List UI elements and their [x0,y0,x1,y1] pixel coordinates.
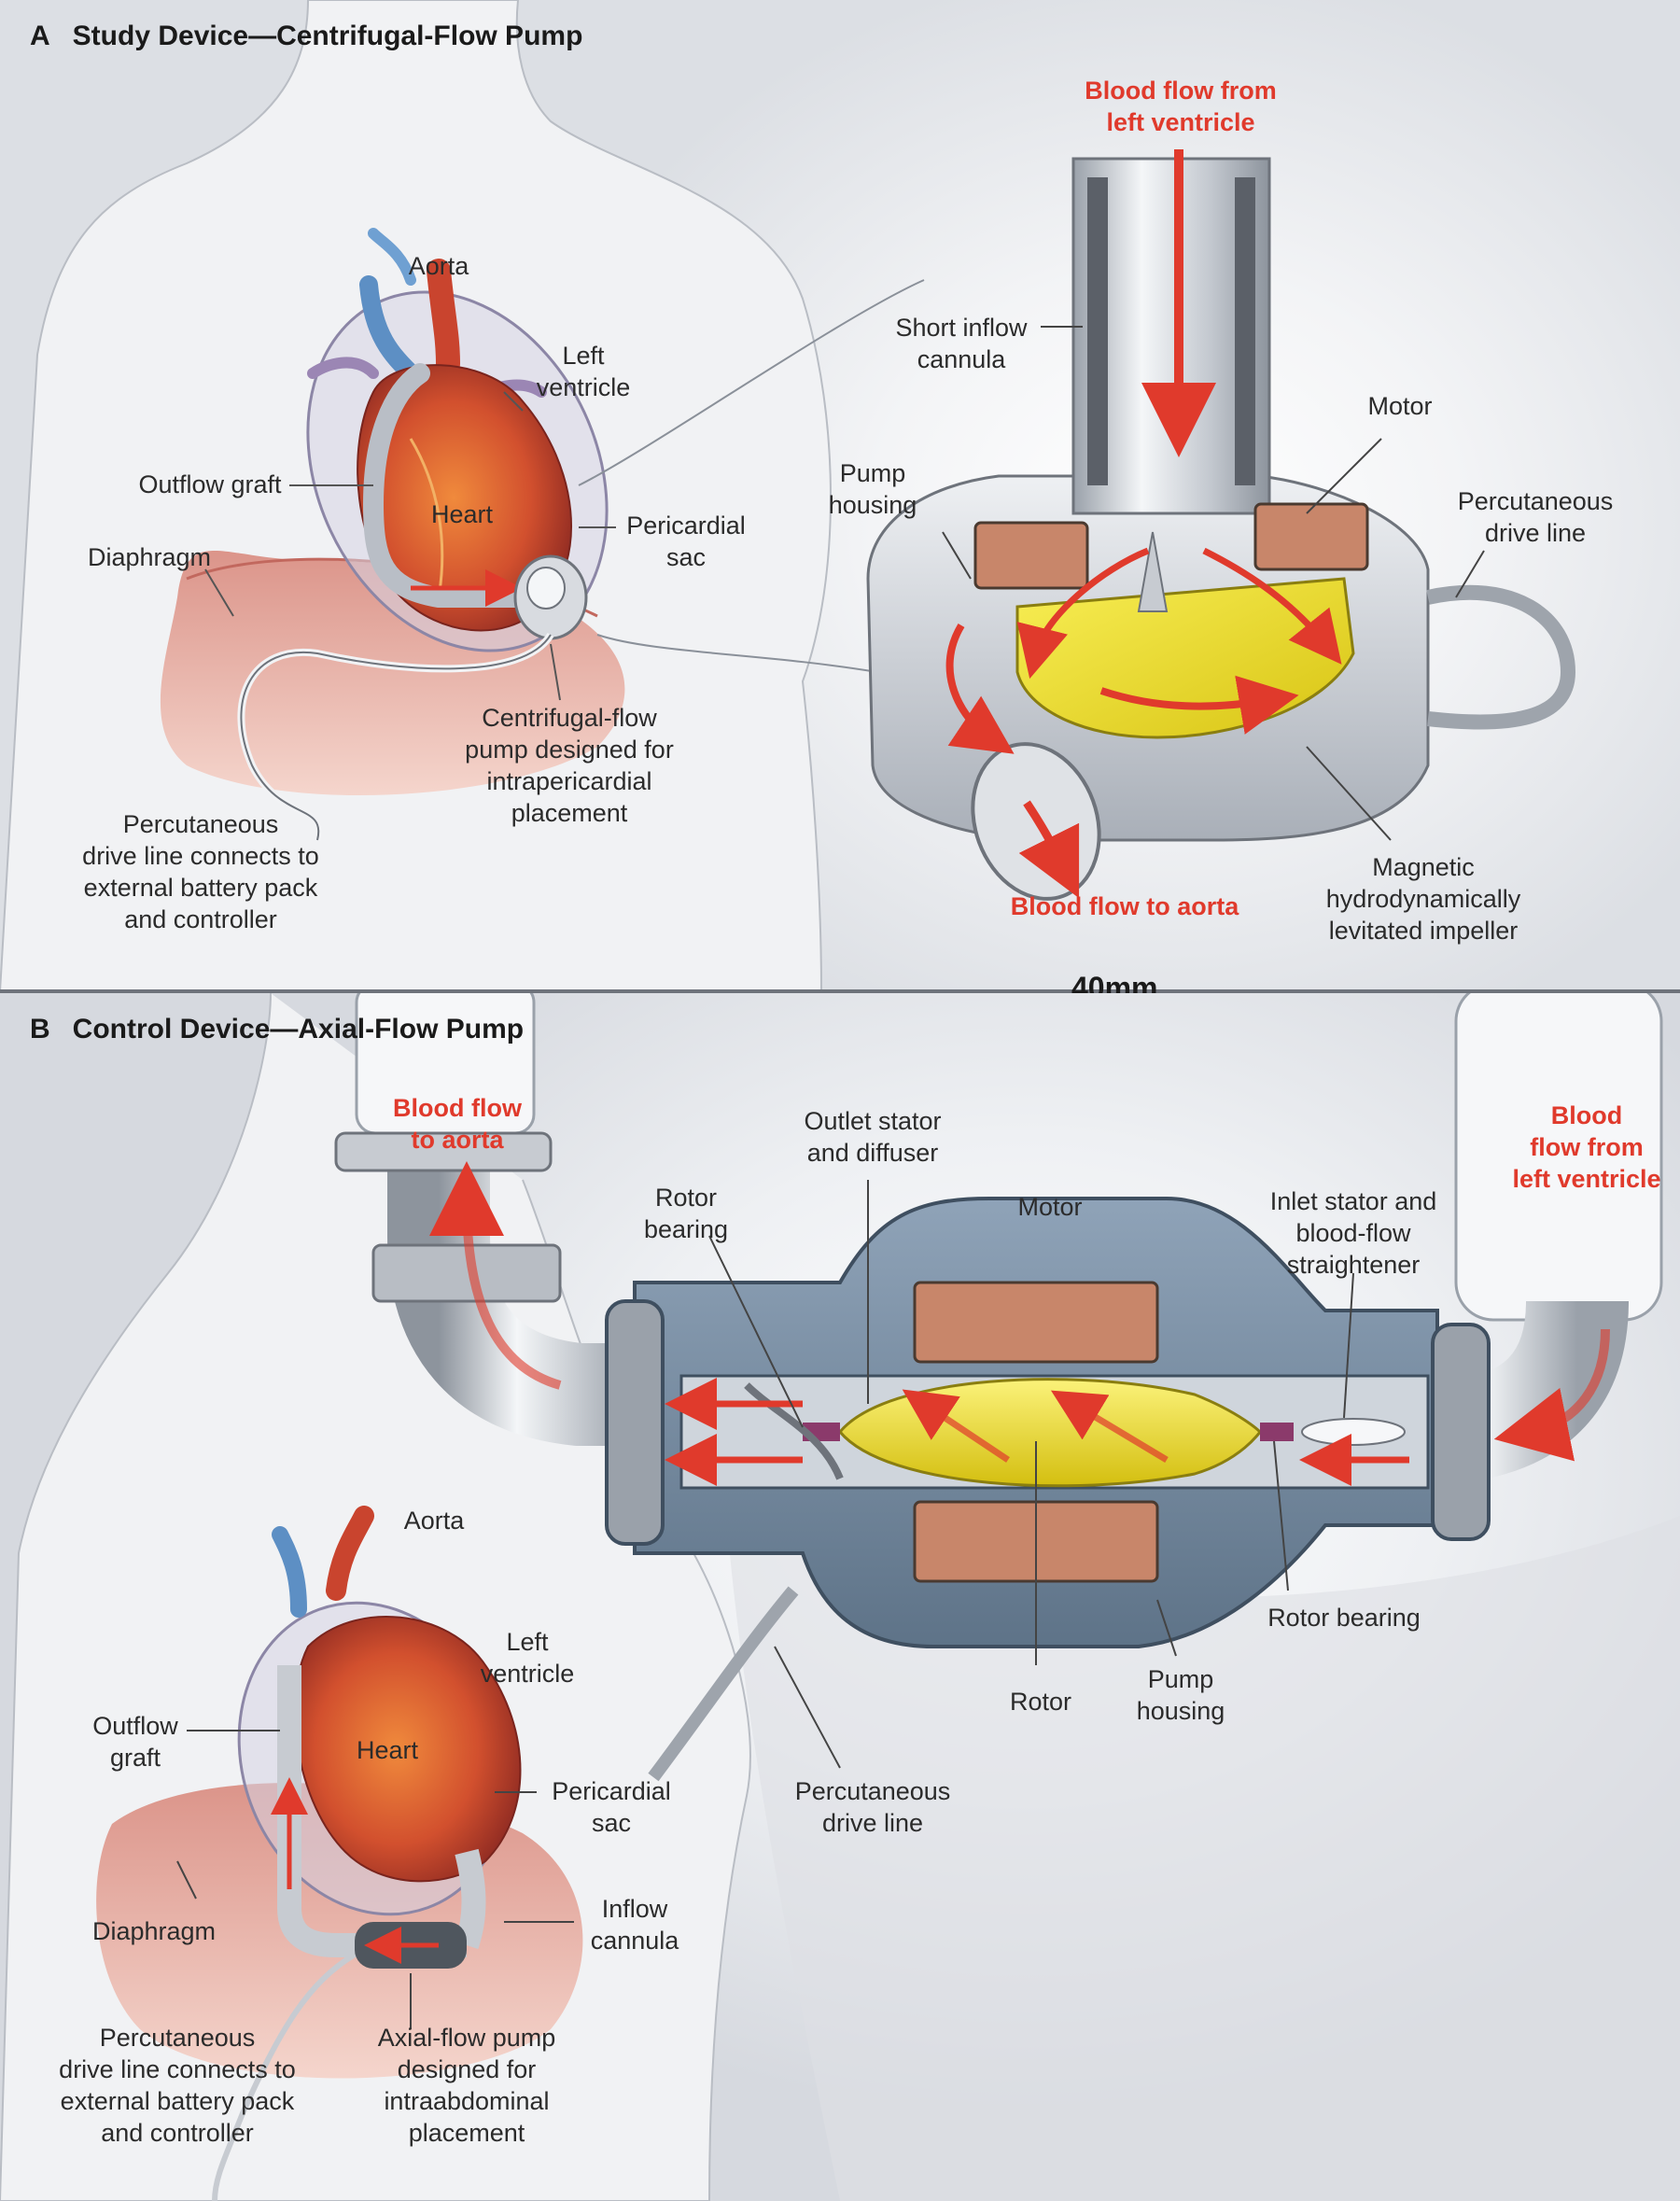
label-drive-line: Percutaneous drive line connects to exte… [82,810,319,933]
heart-shape-b [293,1615,522,1883]
label-short-inflow: Short inflow cannula [895,314,1028,373]
label-outflow-graft: Outflow graft [138,470,282,498]
flow-arrow-outlet [1018,800,1080,899]
panel-a-title-text: Study Device—Centrifugal-Flow Pump [72,21,583,51]
label-rotor-bearing-left: Rotor bearing [643,1184,729,1243]
flow-arrow-outlet-b [429,1161,562,1390]
leader-perc-drive-line-b [774,1646,841,1769]
label-rotor-bearing-right: Rotor bearing [1267,1604,1421,1632]
panel-divider [0,989,1680,993]
label-perc-drive-line-a: Percutaneous drive line [1457,487,1614,547]
label-pump-housing-b: Pump housing [1136,1665,1225,1725]
magnify-region [728,1516,1680,2201]
leader-diaphragm-b [176,1860,197,1900]
pulmonary-vessel-left [307,357,379,379]
label-outflow-graft-b: Outflow graft [92,1712,178,1772]
leader-rotor-bearing-right [1273,1440,1289,1591]
label-impeller: Magnetic hydrodynamically levitated impe… [1325,853,1521,945]
panel-b-illustration [0,993,1680,2201]
panel-b-title-text: Control Device—Axial-Flow Pump [72,1014,525,1044]
drive-line-axial [648,1586,799,1782]
motor-coil-right [1253,502,1369,571]
panel-a: A Study Device—Centrifugal-Flow Pump Aort… [0,0,1680,991]
panel-a-illustration [0,0,1576,991]
panel-a-letter: A [30,21,50,51]
flow-arrow-housing [945,623,1015,754]
label-motor-b: Motor [1017,1193,1083,1221]
label-heart: Heart [430,500,494,528]
leader-diaphragm [204,568,234,617]
label-outlet-stator: Outlet stator and diffuser [804,1107,942,1167]
aorta-vessel-b [326,1506,374,1601]
panel-b-title: B Control Device—Axial-Flow Pump [30,1014,524,1045]
label-drive-line-b: Percutaneous drive line connects to exte… [59,2024,296,2147]
outflow-graft-tube [362,363,533,608]
label-motor-a: Motor [1367,392,1433,420]
leader-motor [1306,438,1382,514]
label-blood-in: Blood flow from left ventricle [1085,77,1277,136]
coronary-vessel [409,438,444,598]
label-aorta: Aorta [408,252,469,280]
label-aorta-b: Aorta [403,1507,465,1535]
pump-mini-center [526,567,566,610]
leader-rotor-bearing-left [708,1235,804,1428]
outlet-flange [605,1299,665,1546]
label-rotor: Rotor [1009,1688,1072,1716]
inlet-flange [1431,1323,1491,1541]
label-heart-b: Heart [356,1736,419,1764]
impeller-cone [1137,531,1169,612]
label-left-ventricle-b: Left ventricle [480,1628,575,1688]
drive-line-big [1426,584,1576,730]
cannula-wall-right [1235,177,1255,485]
leader-impeller [1306,746,1392,841]
flow-arrow-swirl-right [1202,547,1342,665]
flow-arrow-ring [1099,675,1299,735]
outlet-stator-blade [744,1382,844,1480]
panel-a-title: A Study Device—Centrifugal-Flow Pump [30,21,582,52]
label-diaphragm-b: Diaphragm [91,1917,217,1945]
label-inlet-stator: Inlet stator and blood-flow straightener [1269,1187,1437,1279]
label-diaphragm: Diaphragm [87,543,212,571]
rotor-bearing-right-mark [1260,1423,1294,1441]
leader-inlet-stator [1343,1272,1354,1419]
leader-left-ventricle [503,391,524,412]
leader-perc-drive-line [1455,550,1485,598]
label-pericardial-sac: Pericardial sac [626,512,746,571]
outflow-graft-b [277,1665,467,1957]
cannula-wall-left [1087,177,1108,485]
motor-coil-left [973,521,1089,590]
label-inflow-cannula: Inflow cannula [590,1895,679,1955]
flow-arrow-swirl-left [1016,547,1150,680]
magnify-line-top [578,279,925,486]
label-pericardial-sac-b: Pericardial sac [552,1777,671,1837]
panel-b-letter: B [30,1014,50,1044]
label-perc-drive-line-b: Percutaneous drive line [794,1777,951,1837]
inflow-cannula-b [455,1848,486,1950]
vena-cava-b [272,1526,307,1618]
centrifugal-pump-illustration [866,149,1576,901]
flow-arrow-inside-2 [1050,1390,1169,1464]
leader-pump-housing [942,531,972,580]
drive-line-a-outline [240,634,552,841]
vena-cava [359,275,420,383]
label-left-ventricle: Left ventricle [536,342,631,401]
label-blood-from-lv: Blood flow from left ventricle [1512,1101,1661,1193]
label-axial-pump: Axial-flow pump designed for intraabdomi… [377,2024,556,2147]
flow-arrow-inside-3 [902,1389,1010,1463]
label-pump-desc: Centrifugal-flow pump designed for intra… [465,704,674,827]
drive-line-b [212,1952,357,2201]
aorta-vessel [427,259,460,376]
leader-pump-housing-b [1156,1599,1177,1657]
leader-pump [550,643,561,701]
inlet-stator-blade [1301,1418,1406,1446]
label-pump-housing-a: Pump housing [828,459,917,519]
magnify-line-bottom [596,634,878,673]
label-blood-out: Blood flow to aorta [1010,892,1239,920]
flow-arrow-inlet-b [1493,1328,1610,1462]
label-blood-to-aorta: Blood flow to aorta [393,1094,522,1154]
motor-upper [913,1281,1159,1364]
branch-vessel [368,228,416,286]
panel-b: B Control Device—Axial-Flow Pump Blood fl… [0,993,1680,2201]
